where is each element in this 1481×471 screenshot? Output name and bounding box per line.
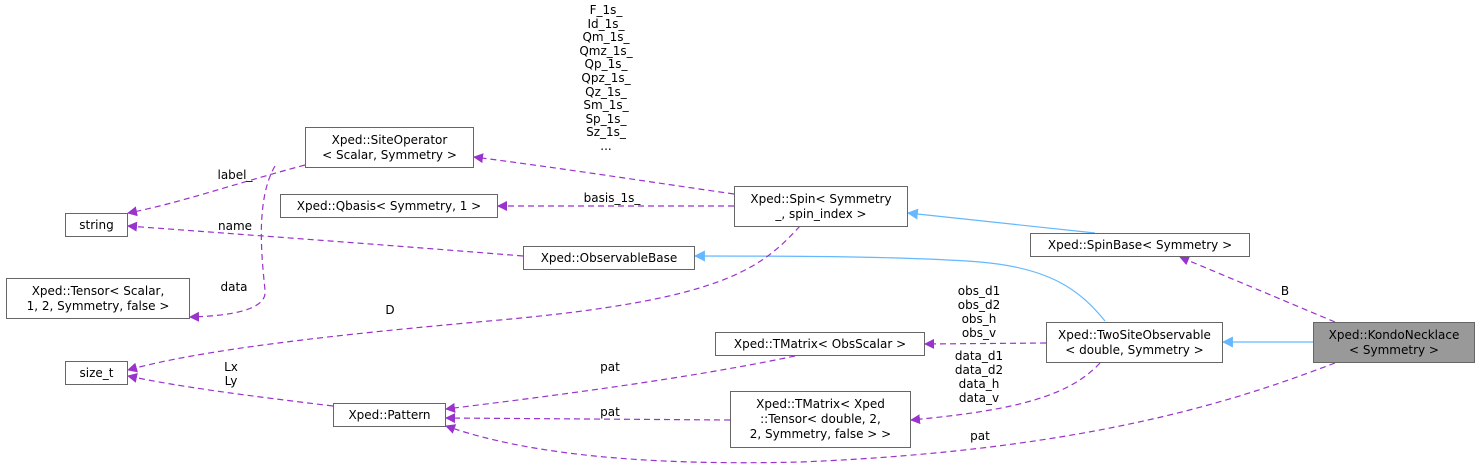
edge-label-data-1: data_d1: [954, 349, 1004, 363]
edge-label-op-5: Qp_1s_: [584, 57, 628, 72]
edge-label-b-text: B: [1280, 284, 1290, 298]
edge-usage-kondo-spinbase: [1179, 255, 1336, 323]
edge-usage-twosite-tmatrix-tensor: [910, 362, 1101, 425]
edge-label-pat-kondo-text: pat: [970, 429, 990, 443]
node-sizet-line-1: size_t: [79, 365, 114, 380]
edge-usage-spin-siteop: [473, 153, 735, 195]
node-tensor-line-1: Xped::Tensor< Scalar,: [31, 283, 165, 298]
edge-label-pat-kondo: pat: [960, 429, 1000, 444]
edge-label-b: B: [1270, 284, 1300, 299]
edge-label-op-10: Sz_1s_: [586, 125, 626, 140]
node-qbasis-line-1: Xped::Qbasis< Symmetry, 1 >: [296, 198, 482, 213]
edge-usage-observable-string: [127, 221, 524, 257]
node-pattern-line-1: Xped::Pattern: [348, 407, 431, 422]
edge-label-lxly: Lx Ly: [216, 360, 246, 388]
edge-label-obs-4: obs_v: [961, 326, 997, 340]
node-observable-base[interactable]: Xped::ObservableBase: [523, 246, 695, 270]
edge-label-spin-operators: F_1s_ Id_1s_ Qm_1s_ Qmz_1s_ Qp_1s_ Qpz_1…: [566, 3, 646, 154]
node-tmatrix-obs-line-1: Xped::TMatrix< ObsScalar >: [733, 336, 907, 351]
edge-label-name: name: [210, 219, 260, 234]
edge-usage-kondo-pattern: [445, 362, 1336, 464]
edge-label-op-7: Qz_1s_: [585, 84, 627, 99]
node-spin-base[interactable]: Xped::SpinBase< Symmetry >: [1030, 233, 1250, 257]
edge-label-label: label_: [210, 168, 260, 183]
edge-inherit-spinbase-spin: [906, 208, 1096, 234]
edge-label-ly: Ly: [224, 374, 238, 388]
node-qbasis[interactable]: Xped::Qbasis< Symmetry, 1 >: [280, 194, 498, 218]
node-two-site-observable[interactable]: Xped::TwoSiteObservable < double, Symmet…: [1046, 322, 1223, 363]
edge-label-basis: basis_1s_: [572, 191, 652, 206]
edge-label-data-2: data_d2: [954, 363, 1004, 377]
node-site-operator[interactable]: Xped::SiteOperator < Scalar, Symmetry >: [305, 127, 474, 168]
edge-label-lx: Lx: [224, 360, 238, 374]
node-siteop-line-1: Xped::SiteOperator: [331, 132, 448, 147]
edge-label-data-3: data_h: [958, 377, 1000, 391]
edge-label-op-11: ...: [600, 138, 612, 153]
node-spin-line-2: _, spin_index >: [775, 206, 867, 221]
edge-label-basis-text: basis_1s_: [583, 191, 641, 205]
node-tmatrix-tensor-line-2: ::Tensor< double, 2,: [760, 412, 881, 426]
edge-label-op-3: Qm_1s_: [582, 30, 630, 45]
node-tmatrix-tensor-line-3: 2, Symmetry, false > >: [749, 427, 892, 441]
edge-label-op-4: Qmz_1s_: [579, 43, 633, 58]
node-twosite-line-1: Xped::TwoSiteObservable: [1058, 327, 1211, 342]
edge-usage-siteop-string: [127, 164, 306, 217]
edge-usage-tmatrix-obs-pattern: [445, 355, 796, 413]
edge-label-d-text: D: [385, 303, 395, 317]
edge-label-data-text: data: [220, 280, 248, 294]
edge-label-op-2: Id_1s_: [587, 16, 625, 31]
edge-label-obs-1: obs_d1: [957, 284, 1001, 298]
node-tmatrix-tensor-line-1: Xped::TMatrix< Xped: [756, 397, 885, 411]
node-spin[interactable]: Xped::Spin< Symmetry _, spin_index >: [734, 186, 908, 227]
node-spinbase-line-1: Xped::SpinBase< Symmetry >: [1047, 237, 1233, 252]
node-string[interactable]: string: [65, 213, 128, 237]
node-tensor-line-2: 1, 2, Symmetry, false >: [26, 298, 170, 313]
edge-label-label-text: label_: [217, 168, 253, 182]
node-kondo-line-1: Xped::KondoNecklace: [1328, 327, 1460, 342]
node-kondo-necklace[interactable]: Xped::KondoNecklace < Symmetry >: [1313, 322, 1475, 363]
edge-usage-pattern-sizet: [127, 372, 334, 407]
node-tensor[interactable]: Xped::Tensor< Scalar, 1, 2, Symmetry, fa…: [6, 278, 190, 319]
edge-label-name-text: name: [217, 219, 253, 233]
node-pattern[interactable]: Xped::Pattern: [333, 403, 446, 427]
node-twosite-line-2: < double, Symmetry >: [1065, 342, 1204, 357]
edge-label-op-1: F_1s_: [589, 3, 623, 17]
edge-label-data: data: [209, 280, 259, 295]
node-tmatrix-obsscalar[interactable]: Xped::TMatrix< ObsScalar >: [715, 332, 925, 356]
node-observable-line-1: Xped::ObservableBase: [540, 250, 678, 265]
node-kondo-line-2: < Symmetry >: [1349, 342, 1439, 357]
edge-label-pat-obs-text: pat: [600, 360, 620, 374]
edge-label-pat-obs: pat: [590, 360, 630, 375]
edge-usage-spin-sizet: [127, 225, 801, 373]
edge-label-op-9: Sp_1s_: [585, 111, 627, 126]
edge-label-d: D: [375, 303, 405, 318]
edge-usage-twosite-tmatrix-obs: [924, 338, 1047, 349]
edge-usage-tmatrix-tensor-pattern: [445, 413, 731, 424]
edge-label-data-fields: data_d1 data_d2 data_h data_v: [944, 349, 1014, 405]
node-size-t[interactable]: size_t: [65, 361, 128, 385]
edge-label-obs: obs_d1 obs_d2 obs_h obs_v: [944, 284, 1014, 340]
edge-label-data-4: data_v: [958, 391, 1000, 405]
edge-label-pat-tensor-text: pat: [600, 405, 620, 419]
edge-inherit-twosite-observable: [693, 250, 1106, 322]
edge-label-pat-tensor: pat: [590, 405, 630, 420]
edge-usage-siteop-tensor: [189, 165, 276, 322]
node-spin-line-1: Xped::Spin< Symmetry: [750, 191, 892, 206]
node-tmatrix-tensor[interactable]: Xped::TMatrix< Xped ::Tensor< double, 2,…: [730, 391, 911, 448]
edge-label-obs-3: obs_h: [961, 312, 997, 326]
edge-label-op-6: Qpz_1s_: [581, 70, 631, 85]
node-string-line-1: string: [79, 217, 114, 232]
node-siteop-line-2: < Scalar, Symmetry >: [322, 147, 457, 162]
edge-label-obs-2: obs_d2: [957, 298, 1001, 312]
edge-label-op-8: Sm_1s_: [583, 98, 629, 113]
